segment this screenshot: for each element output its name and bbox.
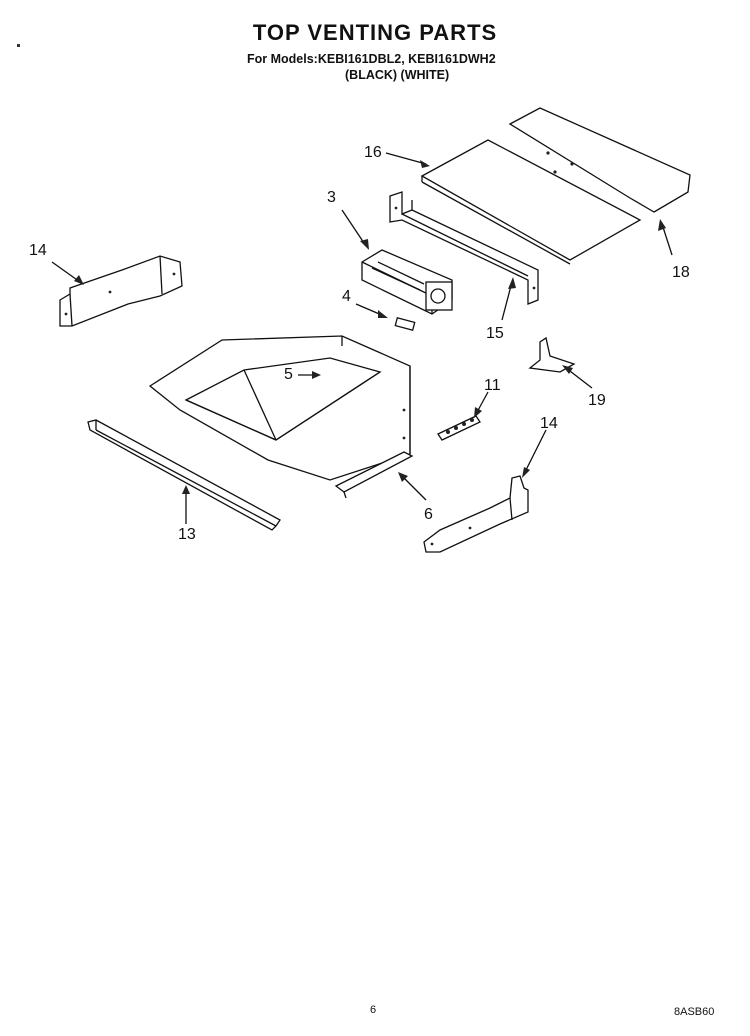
callout-14-left: 14 [29,242,47,259]
callout-13: 13 [178,526,196,543]
part-14-right-bracket [423,475,529,553]
part-3-blower-assembly [361,249,453,315]
part-15-rear-channel [389,191,539,305]
callout-11: 11 [484,377,501,394]
part-11-terminal-block [437,415,481,441]
drawing-code: 8ASB60 [674,1006,715,1018]
callout-3: 3 [327,189,336,206]
page-title: TOP VENTING PARTS [252,20,498,45]
part-4-clip [394,317,416,331]
callout-6: 6 [424,506,433,523]
callout-18: 18 [672,264,690,281]
callout-5: 5 [284,366,293,383]
corner-mark [17,44,20,47]
part-19-small-bracket [528,336,576,373]
part-14-left-bracket [59,255,183,327]
part-13-front-trim [87,419,281,531]
models-line: For Models:KEBI161DBL2, KEBI161DWH2 [247,52,496,66]
part-18-rear-top-panel [508,107,691,213]
callout-19: 19 [588,392,606,409]
callout-16: 16 [364,144,382,161]
vent-duct-assembly [148,335,411,481]
callout-14-right: 14 [540,415,558,432]
part-6-front-rail [334,451,414,499]
part-16-top-cover [420,139,642,265]
page-number: 6 [370,1004,377,1016]
callout-leaders [51,152,673,524]
callout-4: 4 [342,288,351,305]
callout-15: 15 [486,325,504,342]
colors-line: (BLACK) (WHITE) [345,68,450,82]
